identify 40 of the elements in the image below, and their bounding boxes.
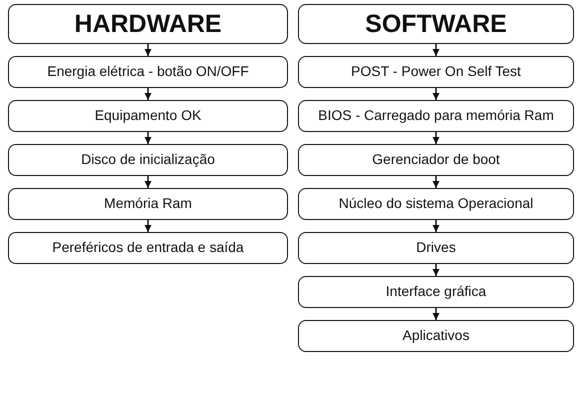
arrow — [432, 220, 440, 232]
step-label: Gerenciador de boot — [372, 151, 500, 168]
arrow — [144, 176, 152, 188]
step-label: Energia elétrica - botão ON/OFF — [47, 63, 249, 80]
step-box — [8, 56, 288, 88]
arrow — [144, 132, 152, 144]
column-heading: HARDWARE — [74, 10, 222, 38]
step-box — [8, 188, 288, 220]
step-label: Memória Ram — [104, 195, 192, 212]
arrow — [432, 176, 440, 188]
arrow — [432, 88, 440, 100]
step-label: Interface gráfica — [386, 283, 486, 300]
step-box — [8, 100, 288, 132]
step-label: Núcleo do sistema Operacional — [338, 195, 534, 212]
step-box — [8, 144, 288, 176]
arrow — [144, 44, 152, 56]
arrow — [432, 132, 440, 144]
step-label: Equipamento OK — [94, 107, 202, 124]
step-box — [298, 232, 574, 264]
step-label: Drives — [416, 239, 456, 256]
step-box — [298, 100, 574, 132]
arrow — [144, 220, 152, 232]
step-label: POST - Power On Self Test — [351, 63, 521, 80]
arrow — [432, 308, 440, 320]
step-label: Aplicativos — [402, 327, 470, 344]
column-heading: SOFTWARE — [365, 10, 507, 38]
step-box — [298, 144, 574, 176]
arrow — [432, 264, 440, 276]
header-box — [298, 4, 574, 44]
step-box — [298, 188, 574, 220]
arrow — [144, 88, 152, 100]
step-label: Disco de inicialização — [81, 151, 215, 168]
arrow — [432, 44, 440, 56]
step-box — [8, 232, 288, 264]
header-box — [8, 4, 288, 44]
step-box — [298, 276, 574, 308]
step-label: Pereféricos de entrada e saída — [52, 239, 244, 256]
step-box — [298, 56, 574, 88]
step-box — [298, 320, 574, 352]
step-label: BIOS - Carregado para memória Ram — [318, 107, 554, 124]
